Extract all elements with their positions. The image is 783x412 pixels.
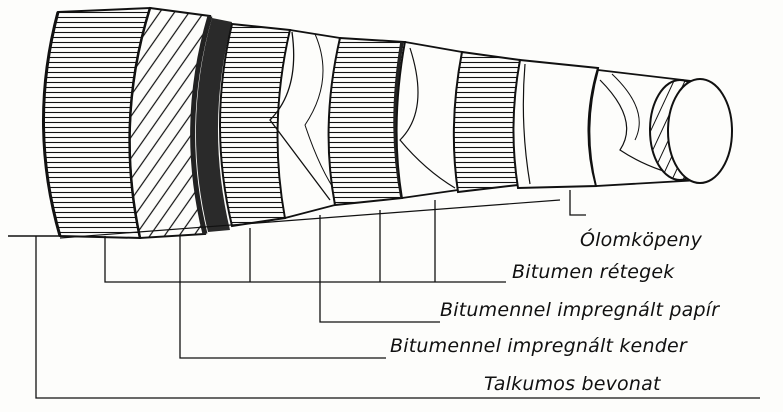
leader-lines <box>35 190 760 399</box>
label-impregnated-hemp: Bitumennel impregnált kender <box>390 335 688 357</box>
label-impregnated-paper: Bitumennel impregnált papír <box>440 299 720 321</box>
helical-tape-2 <box>395 40 464 200</box>
bottom-contour <box>59 199 561 239</box>
leader-bitumen-layers <box>104 236 506 283</box>
label-bitumen-layers: Bitumen rétegek <box>512 261 675 283</box>
leader-lead-sheath <box>569 190 586 216</box>
paper-layer-band <box>452 50 522 194</box>
impregnated-hemp-layer <box>128 6 213 240</box>
leader-impregnated-hemp <box>179 236 386 359</box>
conductor-core <box>588 69 733 187</box>
leader-impregnated-paper <box>319 215 440 323</box>
leader-talc-coating <box>35 236 760 399</box>
lead-sheath-layer <box>512 58 600 190</box>
bitumen-edge-dark <box>195 18 232 232</box>
label-lead-sheath: Ólomköpeny <box>580 227 703 251</box>
label-talc-coating: Talkumos bevonat <box>484 373 662 395</box>
bitumen-layer-band <box>327 36 407 207</box>
